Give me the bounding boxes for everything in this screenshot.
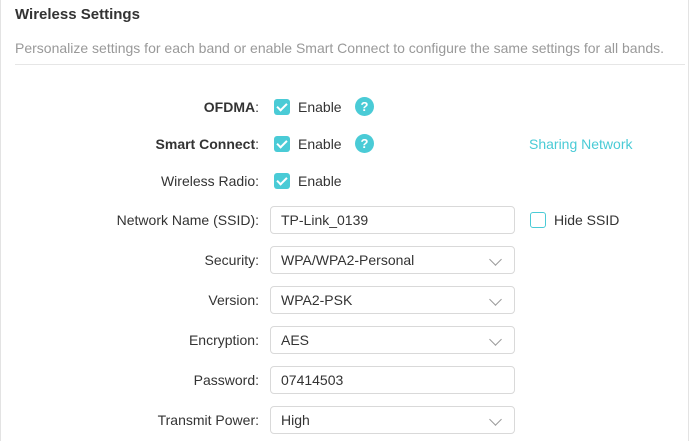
ofdma-label-text: OFDMA [203,99,256,115]
wireless-radio-enable-checkbox[interactable]: Enable [274,173,342,189]
chevron-down-icon [489,293,502,306]
ofdma-row: OFDMA: Enable ? [1,93,689,121]
sharing-network-link[interactable]: Sharing Network [529,136,633,152]
encryption-select[interactable]: AES [270,326,515,354]
smart-connect-label-text: Smart Connect [155,136,256,152]
section-divider [15,64,685,65]
checkbox-checked-icon[interactable] [274,136,290,152]
section-description: Personalize settings for each band or en… [15,40,665,56]
version-select[interactable]: WPA2-PSK [270,286,515,314]
wireless-radio-row: Wireless Radio: Enable [1,167,689,195]
security-label: Security: [204,252,259,268]
help-icon[interactable]: ? [355,97,374,116]
ssid-label: Network Name (SSID): [116,212,259,228]
password-input[interactable]: 07414503 [270,366,515,394]
password-row: Password: 07414503 [1,366,689,394]
transmit-power-select[interactable]: High [270,406,515,434]
chevron-down-icon [489,413,502,426]
hide-ssid-checkbox[interactable]: Hide SSID [530,212,619,228]
ssid-row: Network Name (SSID): TP-Link_0139 Hide S… [1,206,689,234]
checkbox-unchecked-icon[interactable] [530,212,546,228]
hide-ssid-label: Hide SSID [554,212,620,228]
smart-connect-enable-label: Enable [298,136,342,152]
encryption-label: Encryption: [188,332,259,348]
transmit-power-label: Transmit Power: [157,412,259,428]
version-row: Version: WPA2-PSK [1,286,689,314]
help-icon[interactable]: ? [355,134,374,153]
chevron-down-icon [489,333,502,346]
version-value: WPA2-PSK [281,292,353,308]
checkbox-checked-icon[interactable] [274,99,290,115]
ssid-input[interactable]: TP-Link_0139 [270,206,515,234]
encryption-value: AES [281,332,310,348]
chevron-down-icon [489,253,502,266]
smart-connect-label-colon: : [255,136,259,152]
encryption-row: Encryption: AES [1,326,689,354]
password-label: Password: [193,372,259,388]
ofdma-enable-label: Enable [298,99,342,115]
smart-connect-row: Smart Connect: Enable ? Sharing Network [1,130,689,158]
smart-connect-label: Smart Connect: [156,130,259,158]
transmit-power-value: High [281,412,310,428]
ofdma-enable-checkbox[interactable]: Enable [274,99,342,115]
wireless-radio-enable-label: Enable [298,173,342,189]
security-row: Security: WPA/WPA2-Personal [1,246,689,274]
wireless-radio-label: Wireless Radio: [160,173,259,189]
checkbox-checked-icon[interactable] [274,173,290,189]
ofdma-label-colon: : [255,99,259,115]
transmit-power-row: Transmit Power: High [1,406,689,434]
smart-connect-enable-checkbox[interactable]: Enable [274,136,342,152]
ofdma-label: OFDMA: [204,93,259,121]
security-value: WPA/WPA2-Personal [281,252,415,268]
section-title: Wireless Settings [15,6,140,23]
version-label: Version: [208,292,259,308]
security-select[interactable]: WPA/WPA2-Personal [270,246,515,274]
